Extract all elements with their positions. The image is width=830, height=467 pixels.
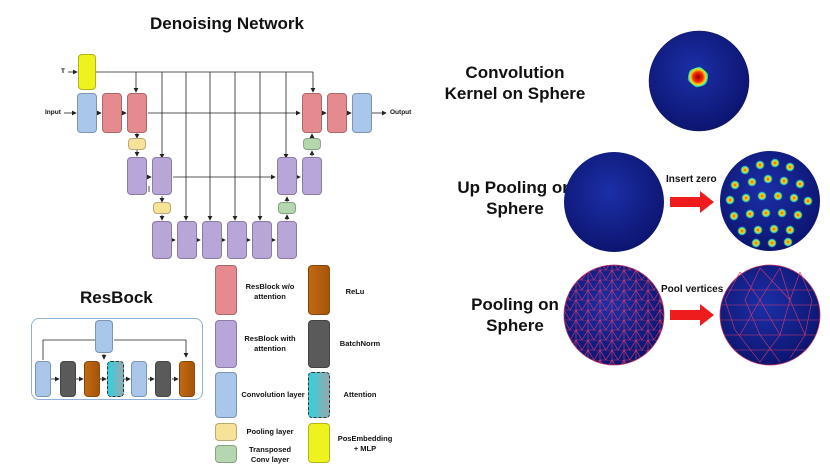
resblock-conv-1 <box>35 361 51 397</box>
legend-relu-swatch <box>308 265 330 315</box>
resblock-title: ResBock <box>80 288 153 307</box>
resblock-attn-3 <box>277 157 297 195</box>
pool-vertices-note: Pool vertices <box>661 284 724 295</box>
resblock-red-2 <box>127 93 147 133</box>
resblock-attn-1 <box>127 157 147 195</box>
conv-block-out <box>352 93 372 133</box>
resblock-red-1 <box>102 93 122 133</box>
resblock-conv-top <box>95 320 113 353</box>
output-label: Output <box>390 109 412 116</box>
up-pool-dots <box>725 158 813 248</box>
resblock-attn-b3 <box>202 221 222 259</box>
transposed-block-2 <box>278 202 296 214</box>
legend-transposed-label: Transposed Conv layer <box>248 445 292 464</box>
resblock-red-3 <box>302 93 322 133</box>
legend-batchnorm-swatch <box>308 320 330 368</box>
legend-purple-swatch <box>215 320 237 368</box>
resblock-frame <box>31 318 203 400</box>
conv-kernel-hotspot <box>686 65 710 89</box>
denoising-network-title: Denoising Network <box>150 14 304 33</box>
legend-resblock-wo-label: ResBlock w/o attention <box>245 282 295 301</box>
resblock-batchnorm-1 <box>60 361 76 397</box>
legend-pooling-label: Pooling layer <box>246 427 294 436</box>
resblock-batchnorm-2 <box>155 361 171 397</box>
resblock-attn-b4 <box>227 221 247 259</box>
resblock-attention <box>107 361 124 397</box>
pool-output-mesh <box>720 267 820 363</box>
up-pool-input-sphere <box>564 152 664 252</box>
legend-posemb-swatch <box>308 423 330 463</box>
up-pooling-title: Up Pooling on Sphere <box>457 178 573 218</box>
up-pool-output-sphere <box>720 151 820 251</box>
conv-kernel-title: Convolution Kernel on Sphere <box>444 63 586 103</box>
pooling-title: Pooling on Sphere <box>471 295 559 335</box>
legend-conv-swatch <box>215 372 237 418</box>
resblock-attn-b2 <box>177 221 197 259</box>
legend-transposed-swatch <box>215 445 237 463</box>
resblock-relu-2 <box>179 361 195 397</box>
legend-pooling-swatch <box>215 423 237 441</box>
input-label: Input <box>45 109 61 116</box>
resblock-attn-b6 <box>277 221 297 259</box>
legend-conv-label: Convolution layer <box>241 390 305 399</box>
resblock-red-4 <box>327 93 347 133</box>
resblock-conv-2 <box>131 361 147 397</box>
legend-attention-label: Attention <box>343 390 377 399</box>
resblock-attn-b5 <box>252 221 272 259</box>
pooling-block-2 <box>153 202 171 214</box>
pooling-block-1 <box>128 138 146 150</box>
resblock-attn-4 <box>302 157 322 195</box>
legend-posemb-label: PosEmbedding + MLP <box>337 434 393 453</box>
resblock-attn-b1 <box>152 221 172 259</box>
legend-relu-label: ReLu <box>345 287 365 296</box>
conv-block-in <box>77 93 97 133</box>
transposed-block-1 <box>303 138 321 150</box>
pool-arrow <box>670 304 714 326</box>
up-pool-arrow <box>670 191 714 213</box>
resblock-attn-2 <box>152 157 172 195</box>
legend-batchnorm-label: BatchNorm <box>339 339 381 348</box>
legend-attention-swatch <box>308 372 330 418</box>
legend-resblock-with-label: ResBlock with attention <box>244 334 296 353</box>
insert-zero-note: Insert zero <box>666 174 717 185</box>
pos-embedding-block <box>78 54 96 90</box>
resblock-relu-1 <box>84 361 100 397</box>
legend-red-swatch <box>215 265 237 315</box>
t-label: T <box>61 68 65 75</box>
